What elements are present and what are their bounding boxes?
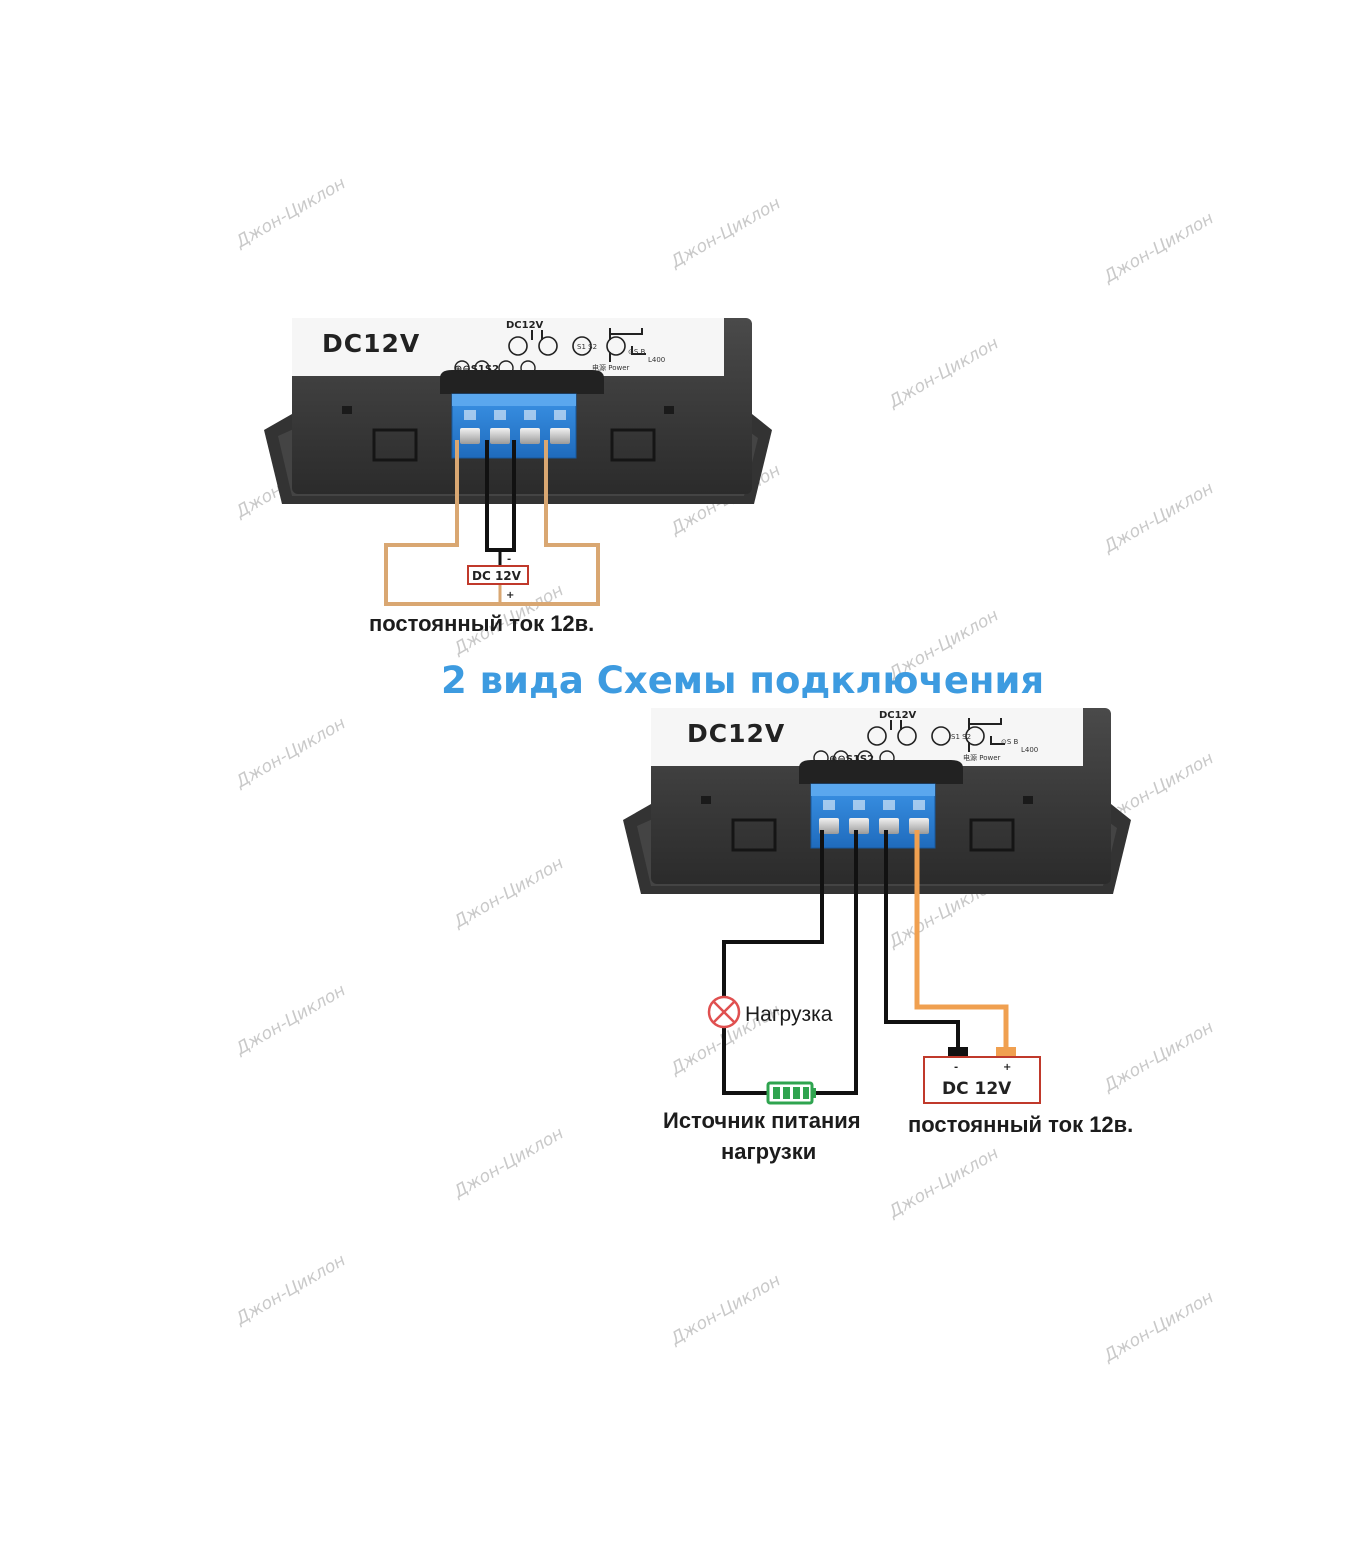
watermark-text: Джон-Циклон — [450, 853, 568, 932]
diagram1-caption: постоянный ток 12в. — [369, 611, 594, 636]
load-supply-battery-icon — [766, 1081, 816, 1105]
load-supply-label-line2: нагрузки — [721, 1139, 816, 1164]
watermark-text: Джон-Циклон — [667, 1270, 785, 1349]
wire-plus-orange — [914, 830, 1009, 1050]
watermark-text: Джон-Циклон — [1100, 1017, 1218, 1096]
watermark-text: Джон-Циклон — [1100, 478, 1218, 557]
device-power-mark-small: ⊙S B — [628, 348, 646, 356]
load-label: Нагрузка — [745, 1003, 833, 1026]
device-power-mark-sub: L400 — [1021, 746, 1038, 754]
wire-s1-load — [722, 830, 824, 1095]
watermark-text: Джон-Циклон — [232, 1250, 350, 1329]
wire-plus-tan — [384, 440, 600, 606]
device-model-label: DC12V — [687, 719, 785, 748]
relay-device-2: DC12V DC12V ⊕⊖S1S2 S1 S2 ⊙S B L400 电源 Po… — [621, 706, 1133, 896]
device-power-mark: 电源 Power — [963, 753, 1001, 762]
watermark-text: Джон-Циклон — [667, 193, 785, 272]
device-bottom-marks: ⊕⊖S1S2 — [454, 364, 499, 375]
load-supply-label-line1: Источник питания — [663, 1108, 861, 1133]
diagram-1: DC12V DC12V ⊕⊖S1S2 S1 S2 ⊙S B L400 电源 Po… — [262, 316, 774, 636]
battery-minus-sign: - — [954, 1062, 958, 1073]
dc-battery-1: DC 12V - + — [467, 554, 529, 601]
watermark-text: Джон-Циклон — [232, 980, 350, 1059]
device-model-label: DC12V — [322, 329, 420, 358]
watermark-text: Джон-Циклон — [232, 173, 350, 252]
load-symbol — [707, 995, 741, 1029]
battery-minus-sign: - — [507, 554, 511, 565]
device-power-mark-small: ⊙S B — [1001, 738, 1019, 746]
battery-plus-sign: + — [1003, 1062, 1011, 1073]
battery-label: DC 12V — [472, 569, 522, 583]
watermark-text: Джон-Циклон — [885, 1143, 1003, 1222]
diagram-2: DC12V DC12V ⊕⊖S1S2 S1 S2 ⊙S B L400 电源 Po… — [621, 706, 1133, 1164]
battery-label: DC 12V — [942, 1079, 1012, 1099]
battery-plus-sign: + — [506, 590, 514, 601]
watermark-text: Джон-Циклон — [885, 333, 1003, 412]
device-bottom-marks: ⊕⊖S1S2 — [829, 754, 874, 765]
dc-battery-2: - + DC 12V — [923, 1047, 1041, 1104]
page-title: 2 вида Схемы подключения — [441, 659, 1044, 702]
device-terminal-header: DC12V — [506, 320, 544, 331]
device-power-mark: 电源 Power — [592, 363, 630, 372]
device-terminal-header: DC12V — [879, 710, 917, 721]
device-relay-marks: S1 S2 — [577, 343, 597, 351]
relay-device-1: DC12V DC12V ⊕⊖S1S2 S1 S2 ⊙S B L400 电源 Po… — [262, 316, 774, 506]
wire-minus — [884, 830, 960, 1050]
device-power-mark-sub: L400 — [648, 356, 665, 364]
watermark-text: Джон-Циклон — [450, 1123, 568, 1202]
watermark-text: Джон-Циклон — [1100, 1287, 1218, 1366]
watermark-text: Джон-Циклон — [232, 713, 350, 792]
wire-s2-load-supply — [812, 830, 858, 1095]
diagram2-caption: постоянный ток 12в. — [908, 1112, 1133, 1137]
watermark-text: Джон-Циклон — [1100, 208, 1218, 287]
device-relay-marks: S1 S2 — [951, 733, 971, 741]
